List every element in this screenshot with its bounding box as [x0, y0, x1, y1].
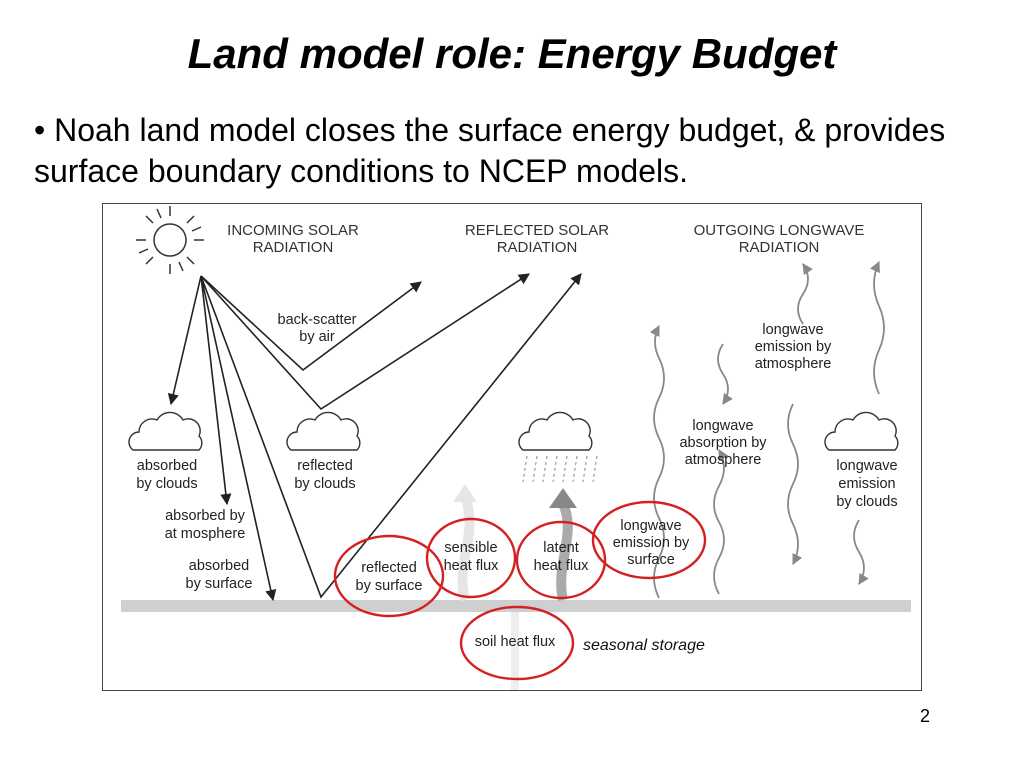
cloud-rain-icon: [518, 411, 593, 451]
label-reflected-clouds-1: reflected: [297, 458, 353, 474]
highlight-reflected-surface: [333, 534, 445, 618]
label-lw-atmos-1: longwave: [762, 322, 823, 338]
label-lw-atmos-2: emission by: [755, 339, 832, 355]
sensible-flux-arrow: [457, 494, 475, 602]
label-absorbed-clouds-2: by clouds: [136, 476, 197, 492]
label-lw-surface-2: emission by: [613, 535, 690, 551]
diagram-svg: INCOMING SOLAR RADIATION REFLECTED SOLAR…: [121, 206, 911, 690]
heading-outgoing-line1: OUTGOING LONGWAVE: [694, 222, 865, 239]
label-reflected-surface-1: reflected: [361, 560, 417, 576]
label-soil-heat-flux: soil heat flux: [475, 634, 556, 650]
slide-number: 2: [920, 706, 931, 726]
label-lw-absorption-3: atmosphere: [685, 452, 762, 468]
arrow-reflected-surface: [200, 273, 582, 599]
bullet-text: Noah land model closes the surface energ…: [34, 112, 946, 189]
heading-incoming-line1: INCOMING SOLAR: [227, 222, 359, 239]
label-lw-surface-3: surface: [627, 552, 675, 568]
lw-clouds-up-wave: [870, 261, 885, 395]
lw-surface-wave-1: [649, 325, 665, 599]
highlight-sensible-heat: [425, 517, 517, 599]
arrow-absorbed-atmosphere: [200, 275, 232, 506]
latent-flux-arrowhead: [549, 488, 577, 508]
sensible-flux-arrowhead: [453, 484, 477, 502]
label-backscatter-1: back-scatter: [278, 312, 357, 328]
arrow-reflected-clouds: [200, 273, 530, 411]
slide-title: Land model role: Energy Budget: [187, 30, 837, 77]
bullet-symbol: •: [34, 112, 46, 148]
heading-incoming-line2: RADIATION: [253, 239, 334, 256]
heading-outgoing-line2: RADIATION: [739, 239, 820, 256]
lw-clouds-down-wave: [853, 519, 869, 585]
label-backscatter-2: by air: [299, 329, 335, 345]
heading-reflected-line2: RADIATION: [497, 239, 578, 256]
label-sensible-2: heat flux: [444, 558, 500, 574]
highlight-latent-heat: [515, 520, 607, 600]
label-lw-surface-1: longwave: [620, 518, 681, 534]
lw-absorption-wave: [713, 449, 729, 595]
heading-reflected-line1: REFLECTED SOLAR: [465, 222, 609, 239]
label-latent-2: heat flux: [534, 558, 590, 574]
label-reflected-clouds-2: by clouds: [294, 476, 355, 492]
cloud-absorbing-icon: [128, 411, 203, 451]
highlight-soil-heat: [459, 605, 575, 681]
label-absorbed-surface-2: by surface: [186, 576, 253, 592]
label-lw-clouds-2: emission: [838, 476, 895, 492]
cloud-emitting-icon: [824, 411, 899, 451]
label-lw-absorption-1: longwave: [692, 418, 753, 434]
label-absorbed-clouds-1: absorbed: [137, 458, 197, 474]
arrow-absorbed-clouds: [167, 275, 202, 406]
label-absorbed-surface-1: absorbed: [189, 558, 249, 574]
bullet-point: • Noah land model closes the surface ene…: [34, 110, 994, 192]
label-lw-absorption-2: absorption by: [679, 435, 767, 451]
label-reflected-surface-2: by surface: [356, 578, 423, 594]
latent-flux-arrow: [556, 501, 573, 602]
lw-atmos-down-wave-2: [787, 403, 803, 565]
sun-icon: [136, 206, 204, 274]
label-seasonal-storage: seasonal storage: [583, 637, 705, 654]
lw-atmos-down-wave-1: [717, 343, 733, 405]
label-lw-clouds-3: by clouds: [836, 494, 897, 510]
rain-icon: [522, 455, 598, 483]
energy-budget-diagram: INCOMING SOLAR RADIATION REFLECTED SOLAR…: [102, 203, 922, 691]
label-sensible-1: sensible: [444, 540, 497, 556]
label-lw-atmos-3: atmosphere: [755, 356, 832, 372]
arrow-backscatter: [200, 275, 422, 372]
label-absorbed-atmos-1: absorbed by: [165, 508, 246, 524]
label-absorbed-atmos-2: at mosphere: [165, 526, 246, 542]
lw-atmos-up-wave: [797, 263, 813, 325]
highlight-lw-surface: [591, 500, 707, 580]
cloud-reflecting-icon: [286, 411, 361, 451]
arrow-absorbed-surface: [200, 275, 277, 602]
label-lw-clouds-1: longwave: [836, 458, 897, 474]
label-latent-1: latent: [543, 540, 578, 556]
